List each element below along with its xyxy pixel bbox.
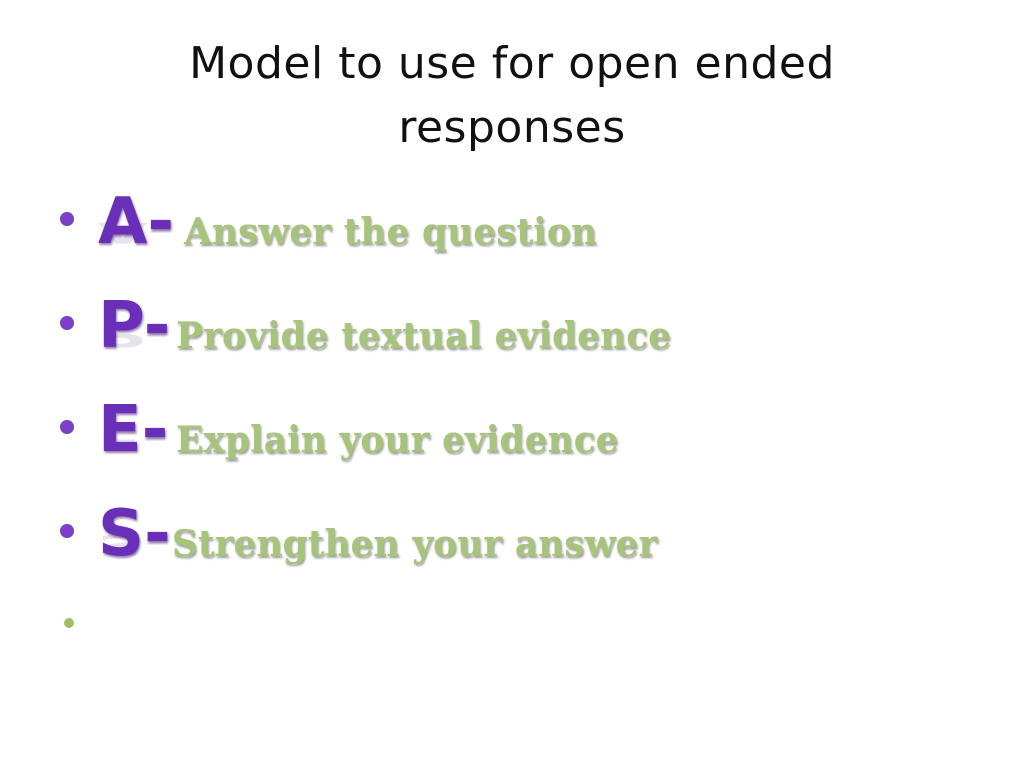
acronym-letter: S- (98, 497, 171, 571)
list-item-e: E- E- Explain your evidence (60, 393, 1000, 504)
bullet-icon (60, 420, 74, 434)
acronym-phrase: Provide textual evidence (176, 315, 672, 357)
acronym-letter: E- (98, 393, 169, 467)
acronym-phrase: Answer the question (184, 211, 598, 253)
bullet-icon (60, 316, 74, 330)
title-line-1: Model to use for open ended (189, 38, 835, 89)
list-item-p: P- P- Provide textual evidence (60, 289, 1000, 400)
bullet-icon (60, 212, 74, 226)
slide-title: Model to use for open ended responses (112, 32, 912, 160)
bullet-icon (60, 524, 74, 538)
bullet-list: A- A- Answer the question P- P- Provide … (60, 185, 1000, 628)
acronym-letter: A- (98, 185, 175, 259)
list-item-s: S- S- Strengthen your answer (60, 497, 1000, 608)
acronym-phrase: Explain your evidence (176, 419, 619, 461)
title-line-2: responses (398, 102, 626, 153)
acronym-letter: P- (98, 289, 171, 363)
acronym-phrase: Strengthen your answer (172, 523, 658, 565)
empty-bullet-icon (64, 618, 74, 628)
list-item-a: A- A- Answer the question (60, 185, 1000, 296)
